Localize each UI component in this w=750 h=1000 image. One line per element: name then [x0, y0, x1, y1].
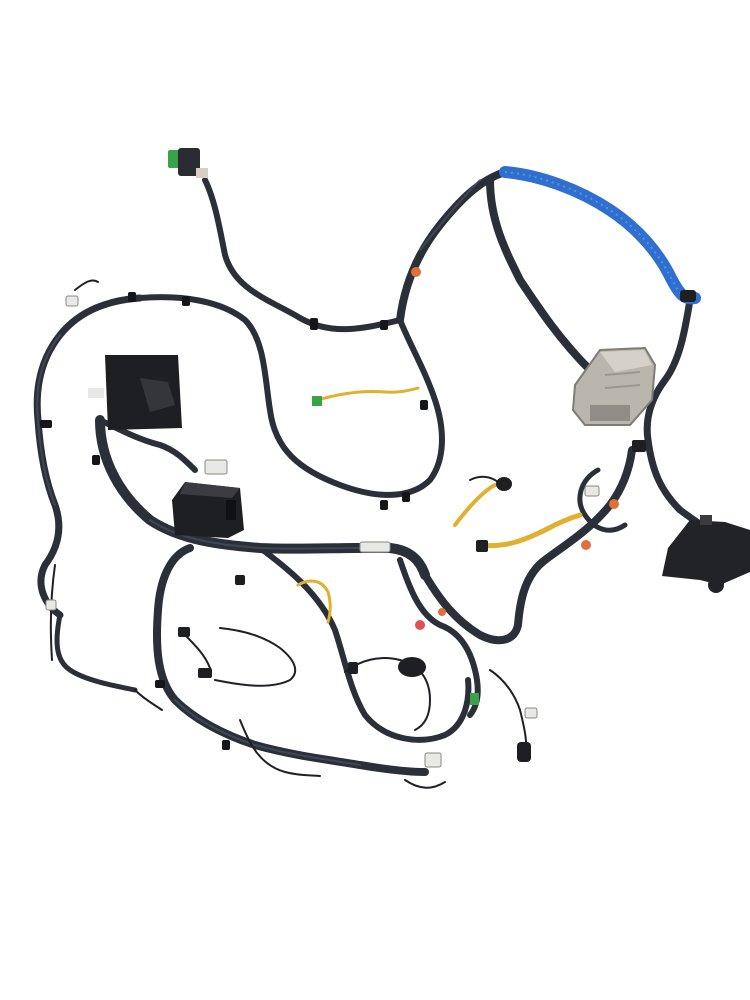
- white-connector: [204, 459, 228, 475]
- loom-right-outer: [643, 296, 719, 539]
- orange-clip: [415, 620, 425, 630]
- orange-clips: [411, 267, 619, 630]
- loom-upper-loop: [137, 294, 445, 498]
- yellow-wire-right: [453, 483, 497, 527]
- cable-tie: [155, 680, 165, 688]
- loose-wire: [239, 719, 321, 777]
- orange-clip: [438, 608, 446, 616]
- yellow-wire-mid-loop: [296, 579, 332, 624]
- loom-top-left-branch: [202, 177, 403, 333]
- black-plug: [398, 657, 426, 677]
- white-connector: [584, 485, 600, 497]
- loose-wire: [344, 657, 432, 731]
- black-plug: [348, 662, 358, 674]
- orange-clip: [609, 499, 619, 509]
- loose-wire: [184, 634, 211, 669]
- loose-wire: [74, 279, 99, 291]
- loose-wire: [404, 779, 446, 789]
- white-connector: [65, 295, 79, 307]
- loose-wire: [469, 475, 499, 483]
- blue-conduit: [499, 166, 701, 305]
- loom-highlight: [174, 699, 361, 766]
- black-plug: [178, 627, 190, 637]
- white-connector: [424, 752, 442, 768]
- relay-box: [571, 346, 657, 426]
- green-connector-lower: [470, 693, 479, 705]
- black-plug: [680, 290, 696, 302]
- loom-mid-right-loop: [577, 467, 628, 533]
- cable-tie: [380, 500, 388, 510]
- cable-tie: [222, 740, 230, 750]
- loose-wire: [134, 689, 163, 711]
- loom-highlight: [36, 334, 61, 506]
- black-plug: [496, 477, 512, 491]
- loom-left-lower-branch: [54, 612, 138, 693]
- yellow-wire-right-lower: [477, 512, 583, 549]
- orange-clip: [581, 540, 591, 550]
- grommet: [662, 515, 750, 593]
- cable-tie: [310, 318, 318, 330]
- loom-inner-branch: [257, 545, 472, 743]
- white-connector: [45, 599, 57, 611]
- cable-tie: [40, 420, 52, 428]
- cable-tie: [128, 292, 136, 302]
- cable-tie: [420, 400, 428, 410]
- green-connector-center: [312, 396, 322, 406]
- white-connectors: [45, 295, 600, 768]
- green-connector-top: [168, 148, 208, 178]
- white-connector: [359, 541, 391, 553]
- control-module: [172, 482, 244, 538]
- black-plug: [517, 742, 531, 762]
- white-connector: [524, 707, 538, 719]
- black-plug: [235, 575, 245, 585]
- cable-tie: [92, 455, 100, 465]
- black-plugs: [178, 290, 696, 762]
- loom-highlight: [419, 179, 481, 251]
- loom-right-drop: [486, 176, 594, 374]
- black-plug: [476, 540, 488, 552]
- loose-wire: [214, 627, 297, 687]
- cable-ties: [40, 292, 428, 750]
- cable-tie: [402, 492, 410, 502]
- loose-wire: [49, 564, 56, 661]
- cable-tie: [182, 296, 190, 306]
- yellow-wire-center: [316, 386, 420, 402]
- loom-trunk-right: [421, 446, 636, 645]
- black-plug: [198, 668, 212, 678]
- black-plug: [632, 440, 646, 452]
- orange-clip: [411, 267, 421, 277]
- cable-tie: [380, 320, 388, 330]
- bracket-module: [88, 355, 182, 430]
